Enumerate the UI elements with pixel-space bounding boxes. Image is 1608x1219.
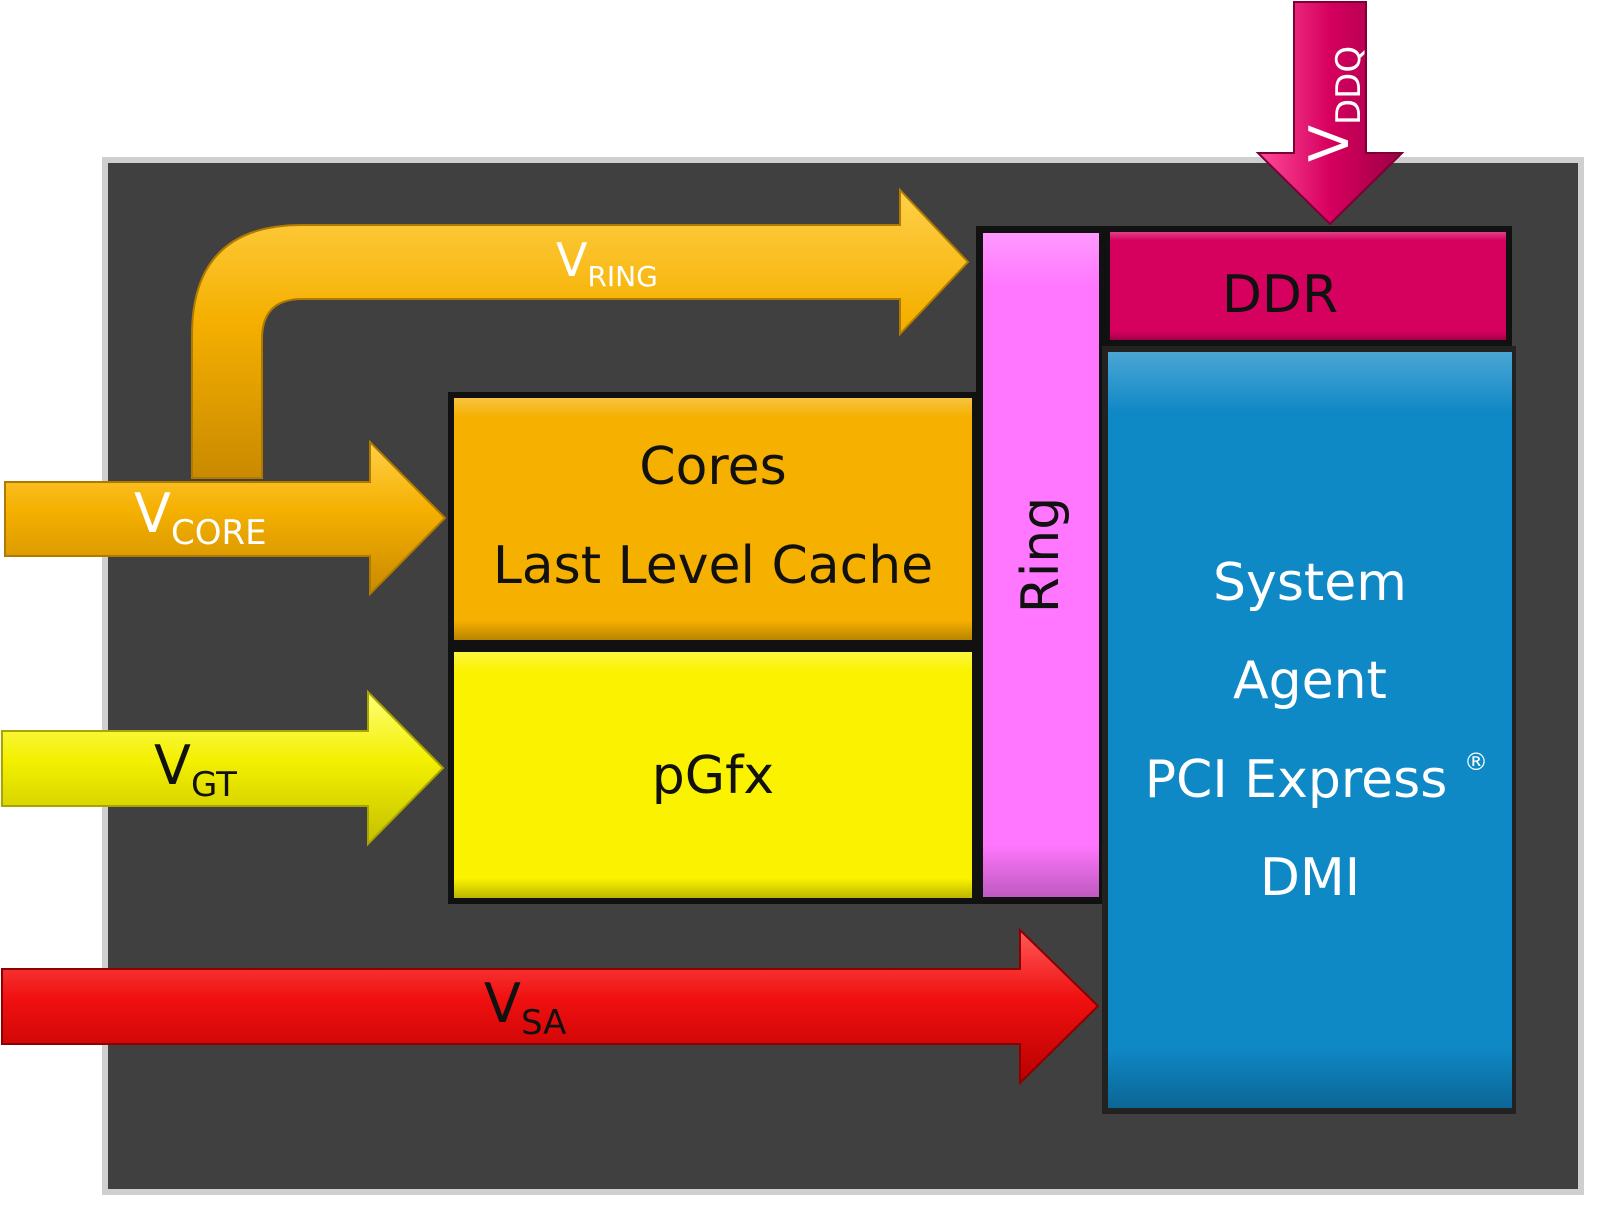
vsa-arrow [1,927,1100,1086]
ddr-block: DDR [1104,226,1512,346]
system-label: System [1213,553,1407,613]
vcore-arrow [4,439,447,597]
vgt-arrow [1,689,445,847]
ring-block: Ring [976,226,1106,904]
vddq-label: VDDQ [1298,46,1369,162]
ddr-label: DDR [1222,265,1338,325]
cores-label: Cores [639,437,786,497]
llc-label: Last Level Cache [493,536,933,596]
pgfx-label: pGfx [652,746,774,806]
ring-label: Ring [1011,497,1071,614]
vcore-label: VCORE [134,482,267,553]
vddq-arrow [1255,1,1405,226]
vgt-label: VGT [154,734,237,805]
pci-express-label: PCI Express [1145,750,1448,810]
vring-label: VRING [556,233,658,293]
vring-arrow [191,187,970,479]
dmi-label: DMI [1260,848,1360,908]
cores-block: Cores Last Level Cache [448,392,978,646]
registered-mark: ® [1464,748,1488,776]
vsa-label: VSA [484,972,566,1043]
system-agent-block: System Agent PCI Express ® DMI [1102,346,1516,1114]
agent-label: Agent [1233,651,1387,711]
pgfx-block: pGfx [448,646,978,904]
